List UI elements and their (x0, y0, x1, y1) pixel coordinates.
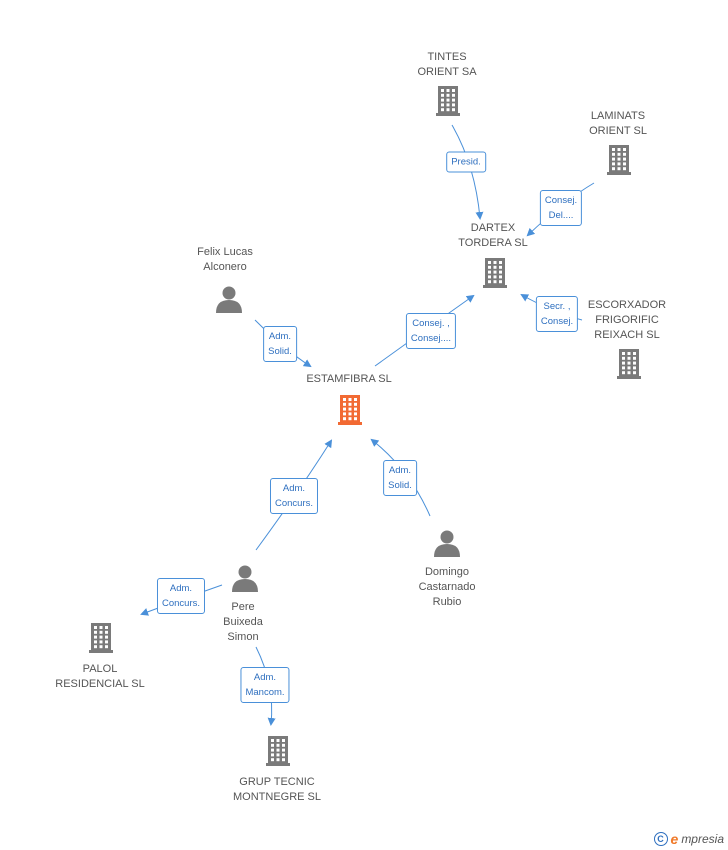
building-icon-grup[interactable] (266, 736, 290, 766)
node-label-estamfibra[interactable]: ESTAMFIBRA SL (306, 373, 392, 385)
node-label-grup[interactable]: GRUP TECNIC MONTNEGRE SL (232, 776, 322, 803)
node-label-dartex[interactable]: DARTEX TORDERA SL (458, 222, 528, 249)
role-label-estamfibra-to-dartex[interactable]: Consej. , Consej.... (405, 313, 457, 349)
node-label-pere[interactable]: Pere Buixeda Simon (223, 601, 263, 643)
node-label-domingo[interactable]: Domingo Castarnado Rubio (418, 566, 476, 608)
role-label-laminats-to-dartex[interactable]: Consej. Del.... (539, 190, 583, 226)
person-icon-domingo[interactable] (434, 530, 460, 558)
node-label-escorxador[interactable]: ESCORXADOR FRIGORIFIC REIXACH SL (587, 299, 667, 341)
brand-text: mpresia (681, 832, 724, 846)
role-label-domingo-to-estamfibra[interactable]: Adm. Solid. (383, 460, 417, 496)
brand-initial: e (670, 831, 679, 847)
building-icon-estamfibra[interactable] (338, 395, 362, 425)
copyright-icon: C (653, 832, 668, 846)
building-icon-palol[interactable] (89, 623, 113, 653)
role-label-pere-to-palol[interactable]: Adm. Concurs. (156, 578, 206, 614)
node-label-laminats[interactable]: LAMINATS ORIENT SL (589, 110, 647, 137)
role-label-pere-to-grup[interactable]: Adm. Mancom. (240, 667, 290, 703)
building-icon-tintes[interactable] (436, 86, 460, 116)
building-icon-laminats[interactable] (607, 145, 631, 175)
role-label-pere-to-estamfibra[interactable]: Adm. Concurs. (269, 478, 319, 514)
person-icon-felix[interactable] (216, 286, 242, 314)
node-label-palol[interactable]: PALOL RESIDENCIAL SL (55, 663, 145, 690)
person-icon-pere[interactable] (232, 565, 258, 593)
role-label-escorxador-to-dartex[interactable]: Secr. , Consej. (535, 296, 579, 332)
role-label-tintes-to-dartex[interactable]: Presid. (446, 151, 486, 173)
building-icon-dartex[interactable] (483, 258, 507, 288)
building-icon-escorxador[interactable] (617, 349, 641, 379)
node-label-tintes[interactable]: TINTES ORIENT SA (417, 51, 477, 78)
role-label-felix-to-estamfibra[interactable]: Adm. Solid. (263, 326, 297, 362)
node-label-felix[interactable]: Felix Lucas Alconero (197, 246, 253, 273)
